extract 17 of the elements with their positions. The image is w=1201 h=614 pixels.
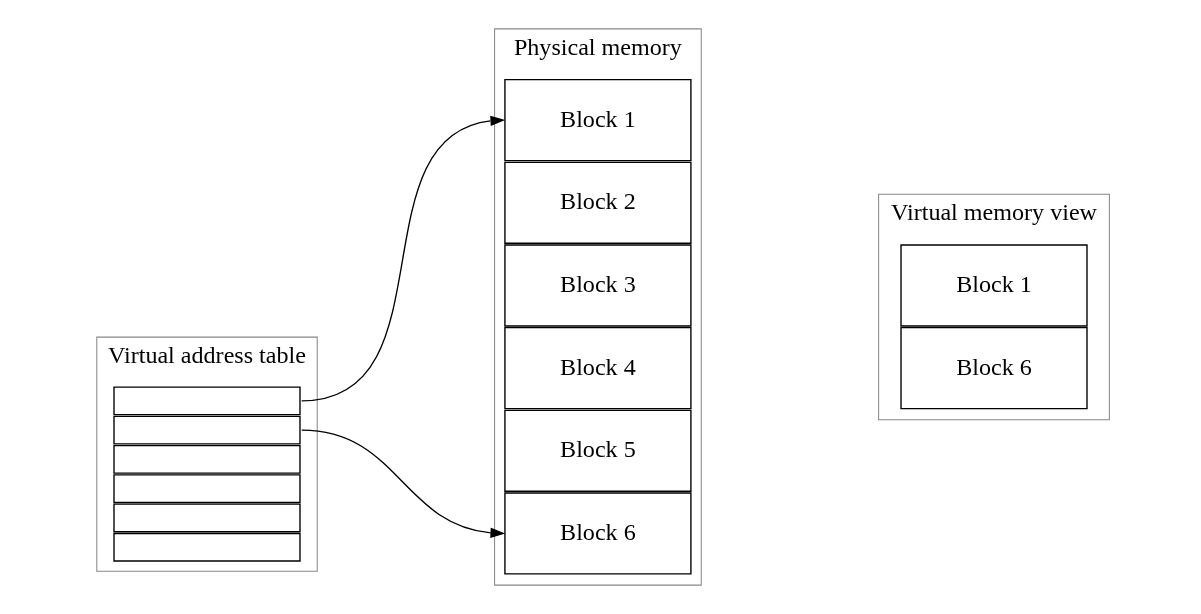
node-box: Block 2 (504, 161, 692, 244)
cluster: Virtual address table (96, 336, 318, 572)
node-box: Block 3 (504, 244, 692, 327)
node-box (113, 532, 301, 562)
node-box (113, 386, 301, 416)
node-box: Block 1 (900, 244, 1088, 327)
node-box: Block 6 (900, 327, 1088, 410)
arrow (301, 429, 506, 539)
node-box: Block 5 (504, 409, 692, 492)
node-box: Block 6 (504, 492, 692, 575)
node-box (113, 415, 301, 445)
node-box: Block 1 (504, 79, 692, 162)
node-box: Block 4 (504, 327, 692, 410)
node-box (113, 444, 301, 474)
node-box (113, 503, 301, 533)
node-box (113, 474, 301, 504)
arrow (301, 115, 506, 402)
